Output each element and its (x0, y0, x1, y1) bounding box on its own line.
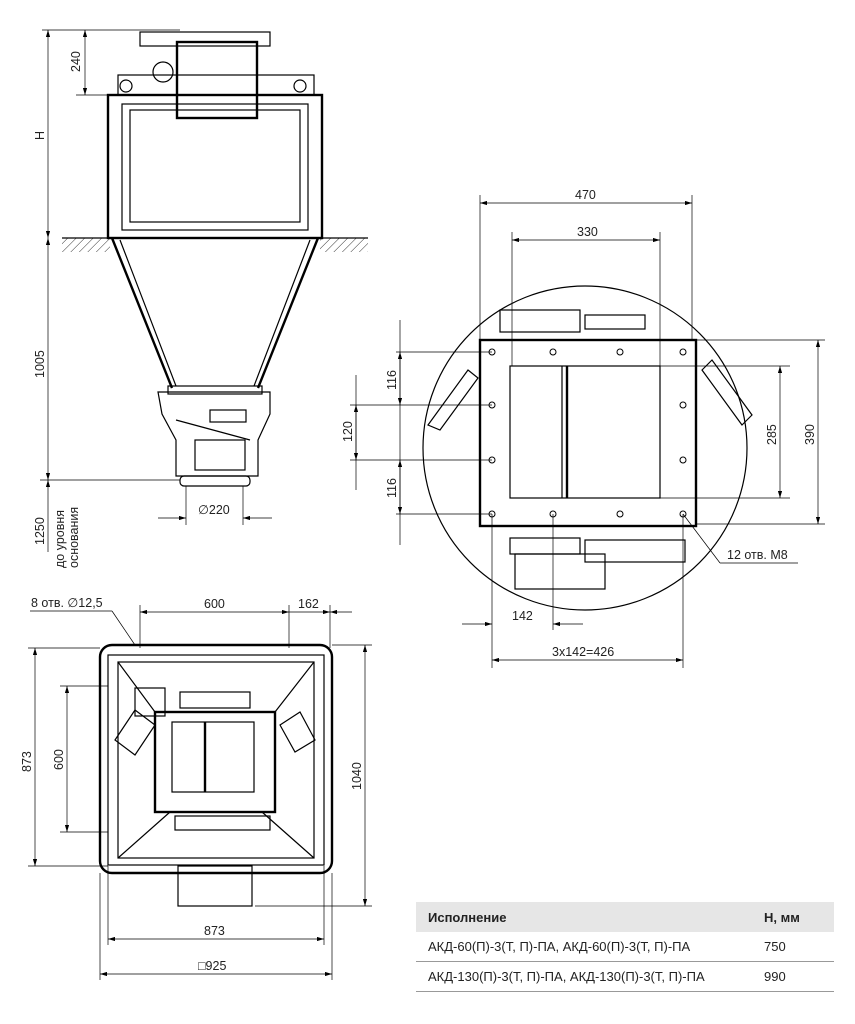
plan-view: 600 162 8 отв. ∅12,5 873 600 1040 873 □9… (20, 596, 372, 980)
dim-162: 162 (298, 597, 319, 611)
dim-925: □925 (198, 959, 226, 973)
dim-1250-note-line2: основания (67, 507, 81, 568)
dim-285: 285 (765, 424, 779, 445)
dim-d220: ∅220 (198, 503, 230, 517)
dim-H: H (33, 131, 47, 140)
table-row: АКД-130(П)-3(Т, П)-ПА, АКД-130(П)-3(Т, П… (416, 962, 834, 992)
row-model: АКД-60(П)-3(Т, П)-ПА, АКД-60(П)-3(Т, П)-… (428, 939, 691, 954)
row-h: 750 (764, 939, 786, 954)
dim-390: 390 (803, 424, 817, 445)
holes-note-d12-5: 8 отв. ∅12,5 (31, 596, 103, 610)
dim-120: 120 (341, 421, 355, 442)
row-model: АКД-130(П)-3(Т, П)-ПА, АКД-130(П)-3(Т, П… (428, 969, 705, 984)
elevation-view: 240 H 1005 1250 до уровня основания ∅220 (33, 29, 368, 568)
dim-1005: 1005 (33, 350, 47, 378)
dim-873-left: 873 (20, 751, 34, 772)
flange-detail-view: 470 330 116 120 116 285 390 12 отв. М8 (341, 188, 825, 668)
dim-240: 240 (69, 51, 83, 72)
dim-600-top: 600 (204, 597, 225, 611)
dim-873-bottom: 873 (204, 924, 225, 938)
spec-table: Исполнение H, мм АКД-60(П)-3(Т, П)-ПА, А… (416, 902, 834, 992)
dim-1250-note-line1: до уровня (53, 510, 67, 568)
dim-470: 470 (575, 188, 596, 202)
row-h: 990 (764, 969, 786, 984)
dim-600-left: 600 (52, 749, 66, 770)
dim-1250: 1250 (33, 517, 47, 545)
header-h: H, мм (764, 909, 800, 925)
holes-note-m8: 12 отв. М8 (727, 548, 788, 562)
dim-116-top: 116 (385, 370, 399, 390)
dim-330: 330 (577, 225, 598, 239)
spec-table-header: Исполнение H, мм (416, 902, 834, 932)
dim-3x142: 3x142=426 (552, 645, 614, 659)
table-row: АКД-60(П)-3(Т, П)-ПА, АКД-60(П)-3(Т, П)-… (416, 932, 834, 962)
dim-116-bottom: 116 (385, 478, 399, 498)
header-model: Исполнение (428, 909, 507, 925)
dim-1040: 1040 (350, 762, 364, 790)
dim-142: 142 (512, 609, 533, 623)
